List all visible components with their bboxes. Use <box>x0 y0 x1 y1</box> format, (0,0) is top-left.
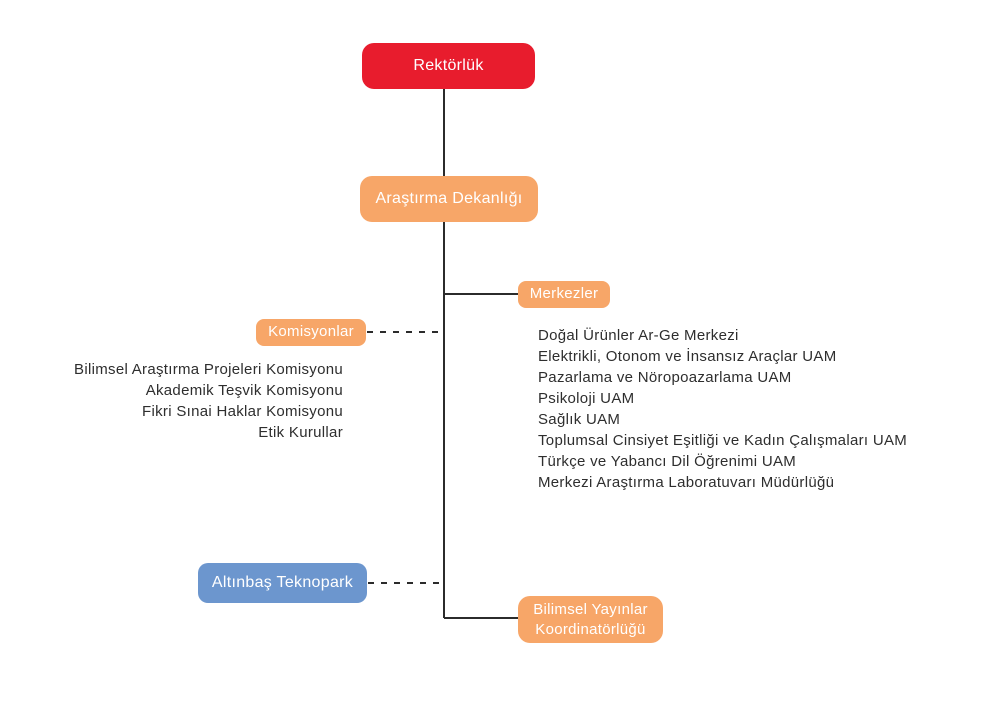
list-item: Toplumsal Cinsiyet Eşitliği ve Kadın Çal… <box>538 432 908 449</box>
trunk-line-upper <box>443 89 445 176</box>
merkezler-connector-line <box>444 293 520 295</box>
list-item: Bilimsel Araştırma Projeleri Komisyonu <box>74 361 343 378</box>
node-arastirma-dekanligi: Araştırma Dekanlığı <box>360 176 538 222</box>
list-item: Doğal Ürünler Ar-Ge Merkezi <box>538 327 739 344</box>
list-item: Pazarlama ve Nöropoazarlama UAM <box>538 369 792 386</box>
node-label-line1: Bilimsel Yayınlar <box>533 600 648 618</box>
list-item: Fikri Sınai Haklar Komisyonu <box>142 403 343 420</box>
list-item: Elektrikli, Otonom ve İnsansız Araçlar U… <box>538 348 837 365</box>
list-item: Merkezi Araştırma Laboratuvarı Müdürlüğü <box>538 474 835 491</box>
teknopark-dashed-connector <box>368 582 443 584</box>
list-item: Türkçe ve Yabancı Dil Öğrenimi UAM <box>538 453 797 470</box>
list-item: Akademik Teşvik Komisyonu <box>145 382 343 399</box>
node-merkezler: Merkezler <box>518 281 610 308</box>
komisyonlar-dashed-connector <box>367 331 443 333</box>
merkezler-list: Doğal Ürünler Ar-Ge Merkezi Elektrikli, … <box>538 325 968 493</box>
node-rektorluk: Rektörlük <box>362 43 535 89</box>
node-bilimsel-yayinlar-koordinatorlugu: Bilimsel Yayınlar Koordinatörlüğü <box>518 596 663 643</box>
trunk-line-lower <box>443 222 445 618</box>
node-komisyonlar: Komisyonlar <box>256 319 366 346</box>
node-altinbas-teknopark: Altınbaş Teknopark <box>198 563 367 603</box>
list-item: Psikoloji UAM <box>538 390 635 407</box>
node-label-line2: Koordinatörlüğü <box>535 620 646 638</box>
list-item: Sağlık UAM <box>538 411 621 428</box>
komisyonlar-list: Bilimsel Araştırma Projeleri Komisyonu A… <box>43 359 343 443</box>
list-item: Etik Kurullar <box>258 424 343 441</box>
yayinlar-connector-line <box>444 617 520 619</box>
